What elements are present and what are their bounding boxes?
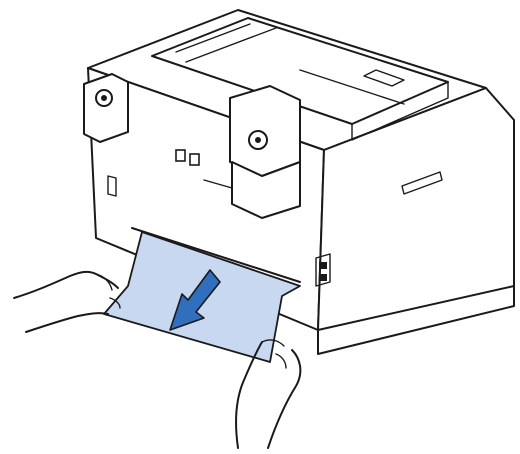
- center-hinge: [230, 86, 300, 176]
- left-hand-icon: [14, 272, 120, 332]
- port-right: [190, 154, 199, 165]
- connector-upper: [319, 262, 327, 269]
- port-left: [176, 150, 185, 161]
- center-knob-center: [255, 137, 261, 143]
- center-hinge-assembly: [230, 86, 300, 218]
- right-hand-thumb: [276, 354, 286, 368]
- left-hinge: [84, 74, 128, 142]
- connector-lower: [319, 274, 327, 281]
- right-hand-right-edge: [268, 350, 300, 448]
- left-knob-center: [101, 95, 107, 101]
- left-hand-lower: [26, 313, 108, 332]
- left-hinge-assembly: [84, 74, 128, 142]
